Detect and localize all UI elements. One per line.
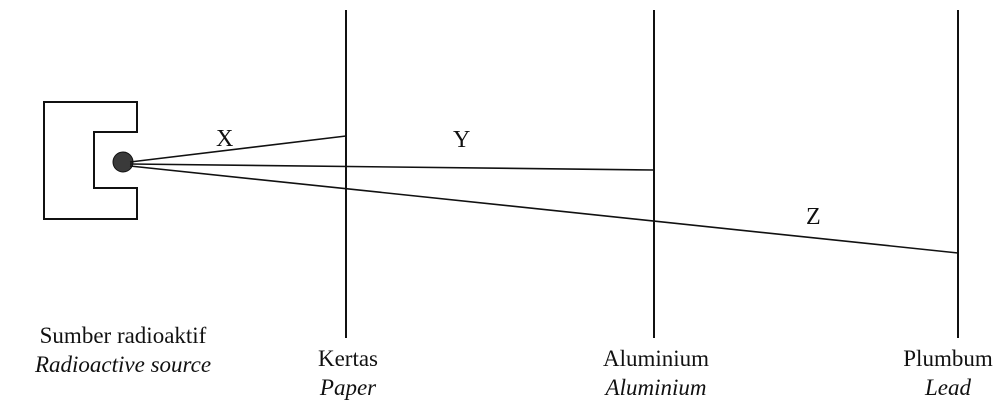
ray-y-label: Y bbox=[453, 127, 470, 153]
source-label-ms: Sumber radioaktif bbox=[40, 323, 207, 348]
source-container bbox=[43, 101, 138, 220]
ray-z-label: Z bbox=[806, 204, 821, 230]
ray-x-label: X bbox=[216, 126, 233, 152]
source-label-en: Radioactive source bbox=[34, 352, 211, 377]
ray-y bbox=[129, 163, 655, 171]
barrier-paper-label-ms: Kertas bbox=[318, 346, 378, 371]
barrier-aluminium-label-ms: Aluminium bbox=[603, 346, 709, 371]
barrier-lead-label-en: Lead bbox=[924, 375, 972, 400]
barrier-lead-label-ms: Plumbum bbox=[903, 346, 993, 371]
ray-x bbox=[129, 135, 347, 163]
barrier-aluminium-label-en: Aluminium bbox=[604, 375, 707, 400]
barrier-paper-label-en: Paper bbox=[319, 375, 377, 400]
ray-z bbox=[129, 165, 959, 254]
